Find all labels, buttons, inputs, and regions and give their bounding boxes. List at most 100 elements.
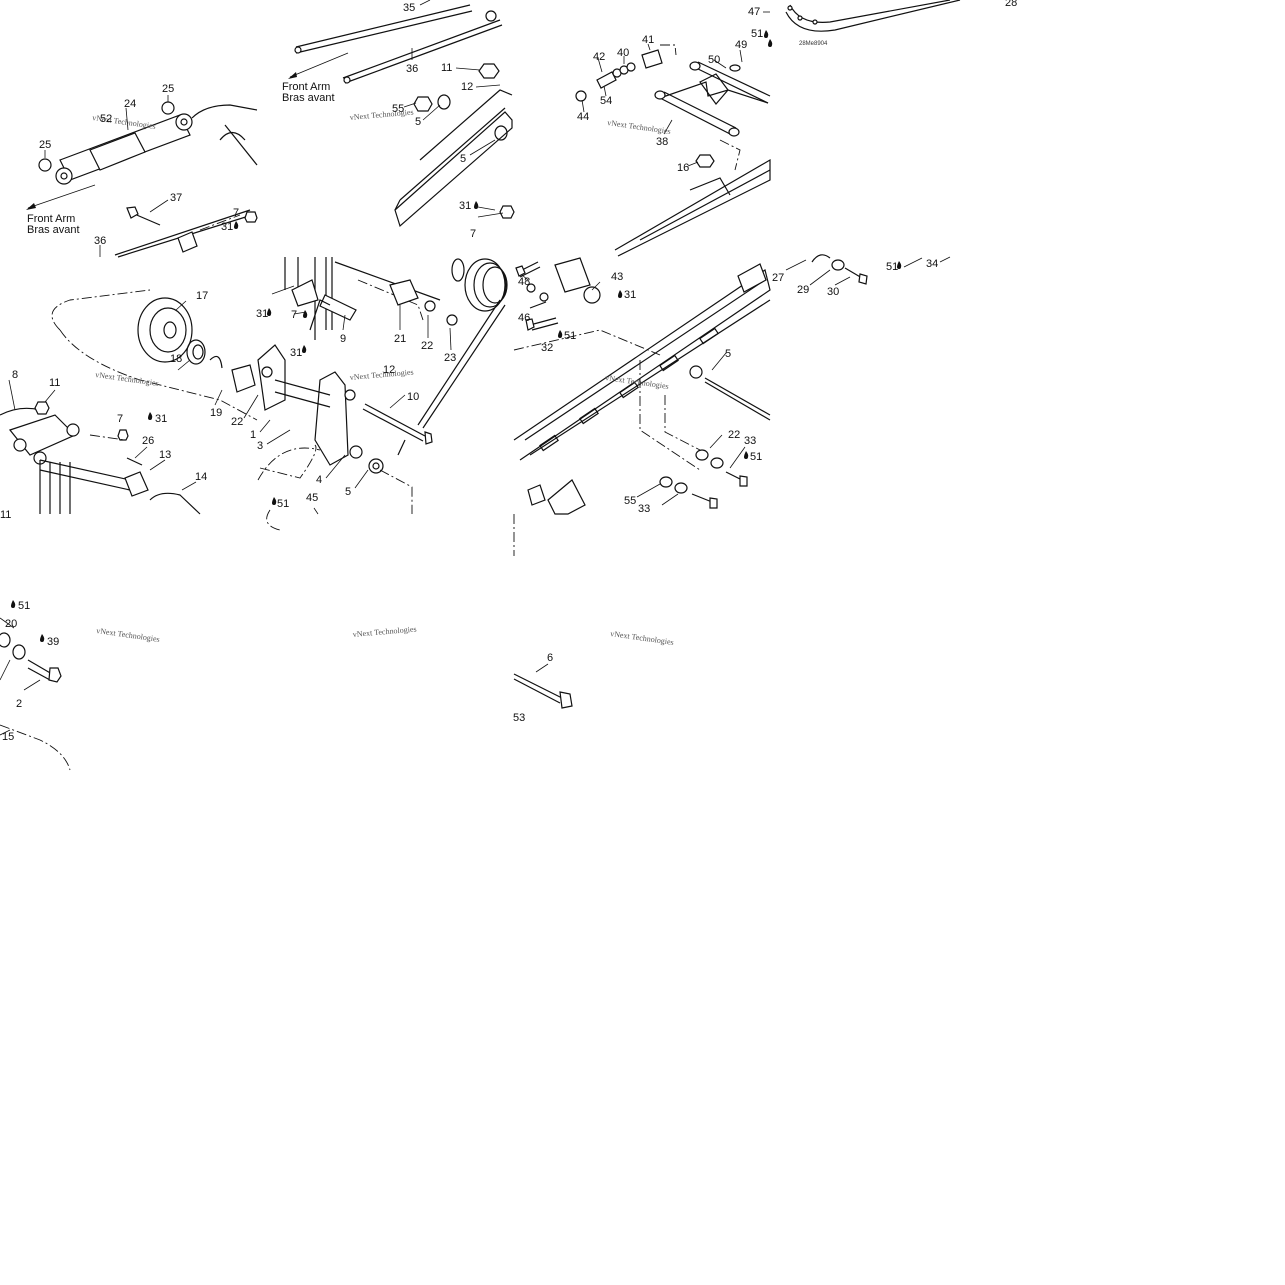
callout-9: 9	[340, 333, 346, 345]
callout-10: 10	[407, 391, 419, 403]
callout-31: 31	[624, 289, 636, 301]
callout-17: 17	[196, 290, 208, 302]
callout-2: 2	[16, 698, 22, 710]
callout-41: 41	[642, 34, 654, 46]
callout-4: 4	[316, 474, 322, 486]
callout-30: 30	[827, 286, 839, 298]
callout-7: 7	[470, 228, 476, 240]
callout-26: 26	[142, 435, 154, 447]
callout-45: 45	[306, 492, 318, 504]
callout-15: 15	[2, 731, 14, 743]
callout-8: 8	[12, 369, 18, 381]
callout-31: 31	[459, 200, 471, 212]
svg-text:Front Arm: Front Arm	[282, 81, 330, 93]
callout-55: 55	[624, 495, 636, 507]
callout-5: 5	[725, 348, 731, 360]
front-arm-caption-top: Front Arm Bras avant	[282, 81, 335, 104]
tile-track-arc	[763, 0, 961, 32]
callout-55: 55	[392, 103, 404, 115]
callout-51: 51	[750, 451, 762, 463]
callout-7: 7	[291, 309, 297, 321]
tile-idler-wheel	[0, 289, 258, 515]
callout-12: 12	[383, 364, 395, 376]
callout-36: 36	[406, 63, 418, 75]
callout-20: 20	[5, 618, 17, 630]
callout-22: 22	[728, 429, 740, 441]
callout-47: 47	[748, 6, 760, 18]
tile-rear-arm	[575, 43, 771, 257]
tile-front-arm-rods	[288, 0, 515, 228]
tile-center-frame	[243, 257, 508, 531]
svg-text:vNext Technologies: vNext Technologies	[349, 367, 413, 382]
callout-5: 5	[460, 153, 466, 165]
callout-5: 5	[345, 486, 351, 498]
callout-16: 16	[677, 162, 689, 174]
svg-text:Bras avant: Bras avant	[282, 92, 335, 104]
callout-48: 48	[518, 276, 530, 288]
svg-text:vNext Technologies: vNext Technologies	[96, 626, 161, 644]
callout-36: 36	[94, 235, 106, 247]
callout-33: 33	[744, 435, 756, 447]
callout-42: 42	[593, 51, 605, 63]
callout-51: 51	[751, 28, 763, 40]
tile-lower-bolts	[0, 617, 71, 771]
callout-7: 7	[117, 413, 123, 425]
callout-53: 53	[513, 712, 525, 724]
callout-3: 3	[257, 440, 263, 452]
lubricant-markers	[11, 30, 902, 642]
watermarks: vNext Technologies vNext Technologies vN…	[92, 107, 675, 646]
callout-38: 38	[656, 136, 668, 148]
front-arm-caption-left: Front Arm Bras avant	[27, 213, 80, 236]
callout-51: 51	[18, 600, 30, 612]
callout-6: 6	[547, 652, 553, 664]
callout-31: 31	[155, 413, 167, 425]
callout-5: 5	[415, 116, 421, 128]
callout-49: 49	[735, 39, 747, 51]
svg-text:vNext Technologies: vNext Technologies	[352, 624, 416, 639]
callout-33: 33	[638, 503, 650, 515]
callout-35: 35	[403, 2, 415, 14]
tile-long-bolt	[513, 514, 573, 709]
callout-50: 50	[708, 54, 720, 66]
callout-18: 18	[170, 353, 182, 365]
callout-12: 12	[461, 81, 473, 93]
callout-27: 27	[772, 272, 784, 284]
svg-text:vNext Technologies: vNext Technologies	[95, 370, 160, 388]
callout-54: 54	[600, 95, 612, 107]
callout-46: 46	[518, 312, 530, 324]
callout-43: 43	[611, 271, 623, 283]
callout-13: 13	[159, 449, 171, 461]
callout-14: 14	[195, 471, 207, 483]
tile-shock-absorber	[26, 95, 258, 258]
callout-51: 51	[886, 261, 898, 273]
tile-slide-rail	[513, 257, 771, 515]
callout-31: 31	[256, 308, 268, 320]
callout-11: 11	[0, 509, 11, 521]
callout-22: 22	[231, 416, 243, 428]
callout-31: 31	[221, 221, 233, 233]
callout-labels: 35 36 11 12 55 5 5 31 7 47 51 28 42 40 4…	[0, 0, 1017, 743]
svg-text:Bras avant: Bras avant	[27, 224, 80, 236]
callout-37: 37	[170, 192, 182, 204]
svg-text:vNext Technologies: vNext Technologies	[607, 118, 672, 136]
callout-28: 28	[1005, 0, 1017, 9]
callout-40: 40	[617, 47, 629, 59]
callout-11: 11	[49, 377, 60, 389]
callout-51: 51	[564, 330, 576, 342]
callout-44: 44	[577, 111, 589, 123]
callout-19: 19	[210, 407, 222, 419]
callout-52: 52	[100, 113, 112, 125]
callout-22: 22	[421, 340, 433, 352]
callout-32: 32	[541, 342, 553, 354]
callout-31: 31	[290, 347, 302, 359]
tile-bolt-set	[785, 254, 951, 286]
callout-21: 21	[394, 333, 406, 345]
callout-34: 34	[926, 258, 938, 270]
callout-25: 25	[39, 139, 51, 151]
callout-7: 7	[233, 207, 239, 219]
callout-39: 39	[47, 636, 59, 648]
callout-25: 25	[162, 83, 174, 95]
callout-29: 29	[797, 284, 809, 296]
callout-1: 1	[250, 429, 256, 441]
